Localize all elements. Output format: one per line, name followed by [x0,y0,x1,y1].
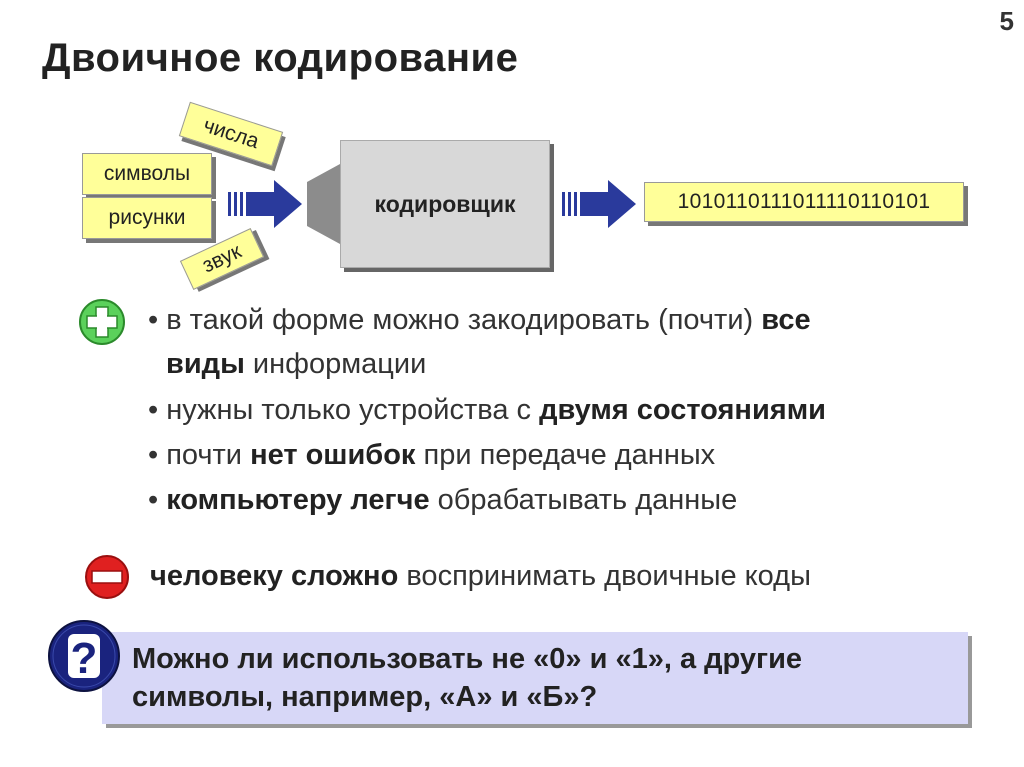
bullet-bold: двумя состояниями [539,394,826,426]
funnel-icon [307,164,340,244]
pros-bullet-3: • почти нет ошибок при передаче данных [148,439,716,471]
bullet-bold: нет ошибок [250,439,416,471]
output-arrow-icon [562,180,636,228]
label-pictures: рисунки [82,197,212,239]
bullet-text: при передаче данных [415,439,716,471]
cons-bold: человеку сложно [150,560,399,592]
page-title: Двоичное кодирование [42,36,519,80]
bullet-bold: все [761,304,811,336]
minus-icon [85,555,129,599]
plus-icon [79,299,125,345]
bullet-text: в такой форме можно закодировать (почти) [166,304,762,336]
bullet-text: обрабатывать данные [429,484,738,516]
question-line-1: Можно ли использовать не «0» и «1», а др… [132,643,803,675]
pros-bullet-4: • компьютеру легче обрабатывать данные [148,484,738,516]
label-symbols: символы [82,153,212,195]
question-icon: ? [48,620,120,692]
question-line-2: символы, например, «А» и «Б»? [132,681,598,713]
svg-text:?: ? [71,634,98,683]
cons-line: человеку сложно воспринимать двоичные ко… [150,560,811,593]
pros-bullet-1-cont: виды информации [166,348,426,381]
bullet-text: почти [166,439,251,471]
bullet-text: нужны только устройства с [166,394,540,426]
question-text: Можно ли использовать не «0» и «1», а др… [132,640,802,716]
pros-bullet-2: • нужны только устройства с двумя состоя… [148,394,826,426]
binary-output: 1010110111011110110101 [644,182,964,222]
input-arrow-icon [228,180,302,228]
encoder-label: кодировщик [374,190,516,217]
bullet-bold: виды [166,348,245,380]
bullet-text: информации [244,348,427,380]
question-panel [102,632,968,724]
pros-bullet-1: • в такой форме можно закодировать (почт… [148,304,811,336]
bullet-bold: компьютеру легче [166,484,430,516]
encoder-box: кодировщик [340,140,550,268]
cons-text: воспринимать двоичные коды [398,560,811,592]
slide-number: 5 [999,6,1014,36]
